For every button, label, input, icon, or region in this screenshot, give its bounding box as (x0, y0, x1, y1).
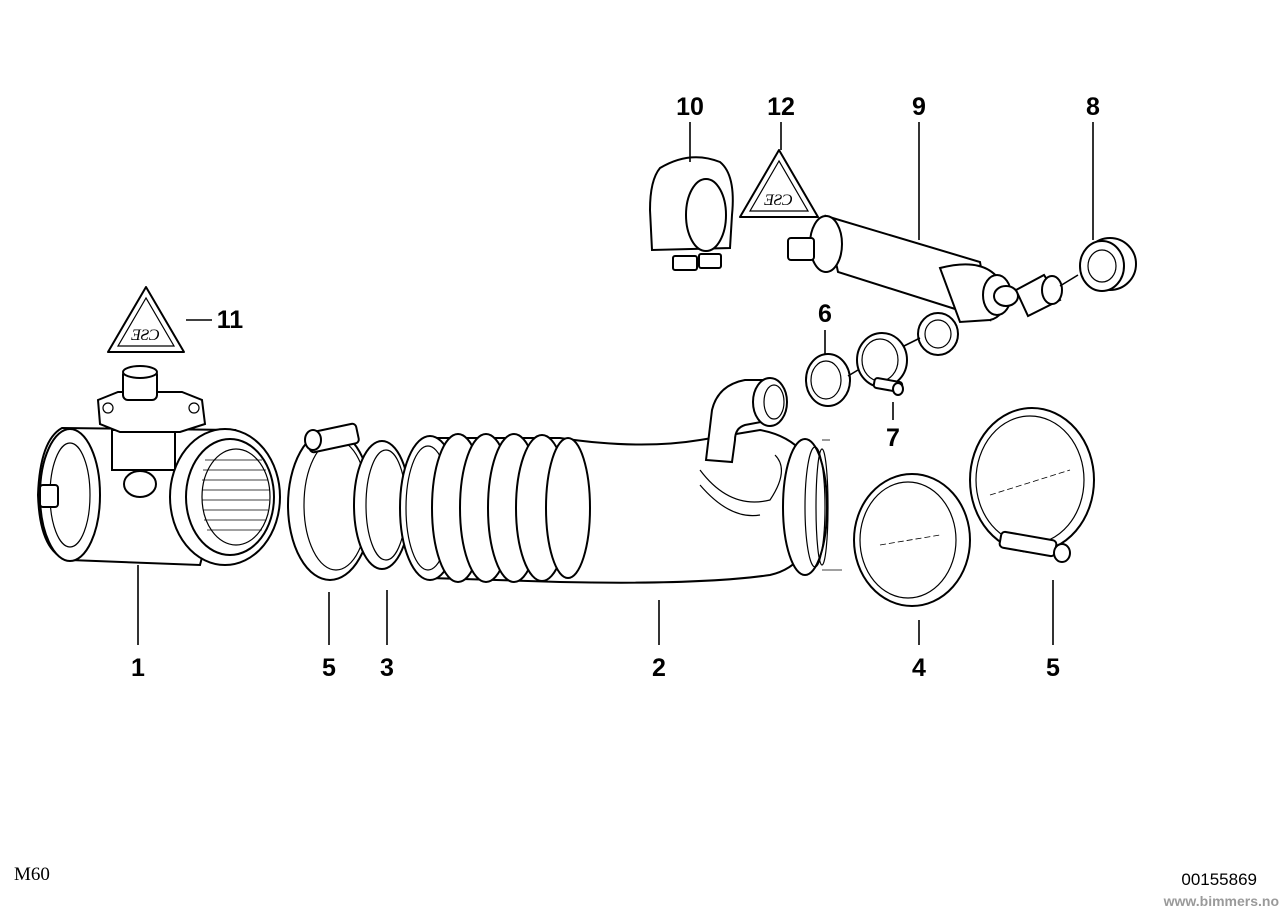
svg-text:ƎƧϽ: ƎƧϽ (764, 192, 793, 209)
air-mass-meter[interactable] (36, 365, 281, 567)
callout-4: 4 (912, 654, 926, 682)
callout-5: 5 (322, 654, 336, 682)
hose-clamp[interactable] (969, 407, 1095, 563)
callout-11: 11 (217, 306, 244, 334)
callout-8: 8 (1086, 93, 1100, 121)
callout-10: 10 (676, 93, 704, 121)
warning-triangle-icon: ƎƧϽ (107, 286, 185, 353)
callout-1: 1 (131, 654, 145, 682)
small-hose-clamp[interactable] (856, 332, 908, 396)
diagram-number: 00155869 (1181, 870, 1257, 889)
watermark: www.bimmers.no (1163, 893, 1279, 909)
intake-boot[interactable] (399, 377, 842, 584)
grommet[interactable] (1079, 237, 1137, 292)
callout-12: 12 (767, 93, 795, 121)
ring[interactable] (853, 473, 971, 607)
callout-9: 9 (912, 93, 926, 121)
callout-2: 2 (652, 654, 666, 682)
leader-lines (137, 122, 1094, 645)
callout-5: 5 (1046, 654, 1060, 682)
callout-3: 3 (380, 654, 394, 682)
callout-6: 6 (818, 300, 832, 328)
small-ring[interactable] (805, 353, 851, 407)
callout-7: 7 (886, 424, 900, 452)
model-label: M60 (14, 864, 50, 885)
svg-text:ƎƧϽ: ƎƧϽ (131, 327, 160, 344)
idle-control-valve[interactable] (787, 214, 1063, 356)
bracket[interactable] (648, 156, 734, 271)
warning-triangle-icon: ƎƧϽ (739, 149, 819, 218)
